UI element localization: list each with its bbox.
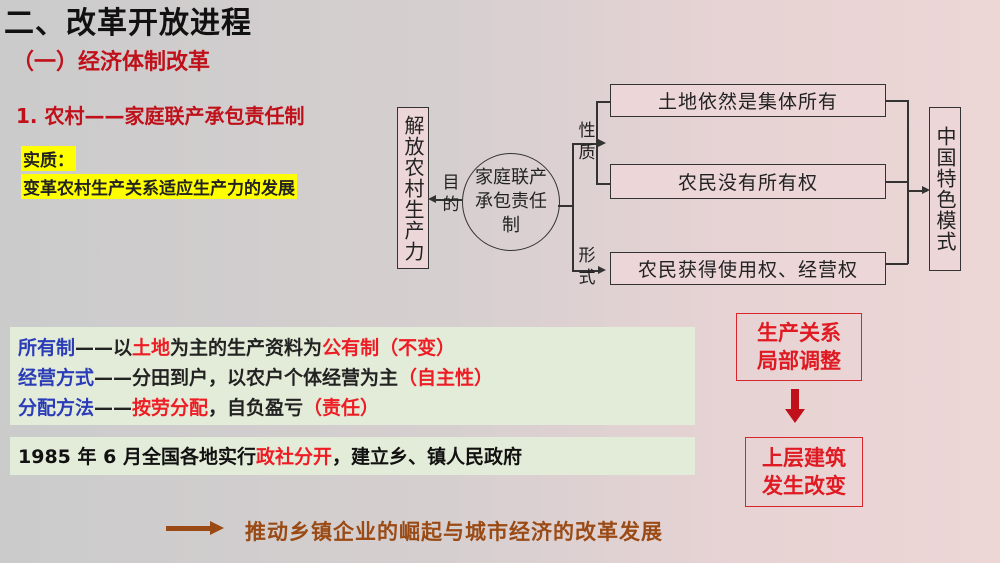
slide-title: 二、改革开放进程: [4, 6, 252, 41]
connector: [596, 183, 610, 185]
relations-adjustment-box: 生产关系局部调整: [736, 313, 862, 381]
system-details-panel: 所有制——以土地为主的生产资料为公有制（不变） 经营方式——分田到户，以农户个体…: [10, 327, 695, 425]
connector: [596, 101, 610, 103]
connector: [886, 100, 908, 102]
arrow-right-icon: [598, 266, 606, 274]
box-collective-land: 土地依然是集体所有: [610, 84, 886, 117]
center-circle: 家庭联产承包责任制: [462, 153, 560, 251]
slide-subtitle: （一）经济体制改革: [12, 50, 211, 75]
ownership-label: 所有制: [18, 337, 76, 359]
purpose-box: 解放农村生产力: [397, 107, 429, 269]
connector: [886, 263, 908, 265]
label-form: 形式: [578, 246, 596, 288]
purpose-arrow-line: [432, 199, 462, 201]
section-heading: 1. 农村——家庭联产承包责任制: [16, 104, 305, 128]
label-purpose: 目的: [442, 173, 460, 215]
text: 1985 年 6 月全国各地实行: [18, 446, 256, 468]
arrow-left-icon: [428, 195, 436, 203]
superstructure-text: 上层建筑发生改变: [762, 446, 846, 498]
connector: [886, 181, 908, 183]
footer-arrow-line: [166, 526, 212, 531]
connector: [596, 101, 598, 183]
superstructure-box: 上层建筑发生改变: [745, 437, 863, 507]
reform-1985-row: 1985 年 6 月全国各地实行政社分开，建立乡、镇人民政府: [18, 442, 522, 469]
text: ——: [94, 397, 133, 419]
management-row: 经营方式——分田到户，以农户个体经营为主（自主性）: [18, 363, 493, 390]
center-circle-text: 家庭联产承包责任制: [475, 167, 547, 236]
distribution-label: 分配方法: [18, 397, 95, 419]
ownership-row: 所有制——以土地为主的生产资料为公有制（不变）: [18, 333, 455, 360]
connector: [907, 190, 927, 192]
text-red: 土地: [132, 337, 171, 359]
text: 为主的生产资料为: [170, 337, 323, 359]
connector: [907, 100, 909, 264]
relations-adjustment-text: 生产关系局部调整: [757, 321, 841, 373]
reform-1985-panel: 1985 年 6 月全国各地实行政社分开，建立乡、镇人民政府: [10, 437, 695, 475]
text-red: （责任）: [303, 397, 380, 419]
chinese-model-box: 中国特色模式: [929, 107, 961, 271]
connector: [572, 270, 600, 272]
management-label: 经营方式: [18, 367, 95, 389]
connector: [572, 143, 600, 145]
text-red: 按劳分配: [132, 397, 209, 419]
distribution-row: 分配方法——按劳分配，自负盈亏（责任）: [18, 393, 379, 420]
arrow-down-icon: [791, 389, 799, 411]
arrow-down-head-icon: [785, 409, 805, 423]
text-red: 公有制（不变）: [322, 337, 456, 359]
connector: [572, 143, 574, 271]
text: ，建立乡、镇人民政府: [331, 446, 522, 468]
arrow-right-icon: [922, 186, 930, 194]
box-usage-rights: 农民获得使用权、经营权: [610, 252, 886, 285]
essence-label: 实质：: [21, 146, 76, 171]
connector: [558, 205, 572, 207]
text: ，自负盈亏: [208, 397, 304, 419]
text: ——以: [75, 337, 133, 359]
essence-text: 变革农村生产关系适应生产力的发展: [21, 174, 297, 199]
box-no-ownership: 农民没有所有权: [610, 164, 886, 199]
label-nature: 性质: [578, 121, 596, 163]
text-red: 政社分开: [255, 446, 332, 468]
arrow-right-icon: [598, 139, 606, 147]
text-red: （自主性）: [398, 367, 494, 389]
arrow-right-icon: [210, 521, 224, 535]
text: ——分田到户，以农户个体经营为主: [94, 367, 399, 389]
footer-conclusion: 推动乡镇企业的崛起与城市经济的改革发展: [245, 520, 663, 544]
